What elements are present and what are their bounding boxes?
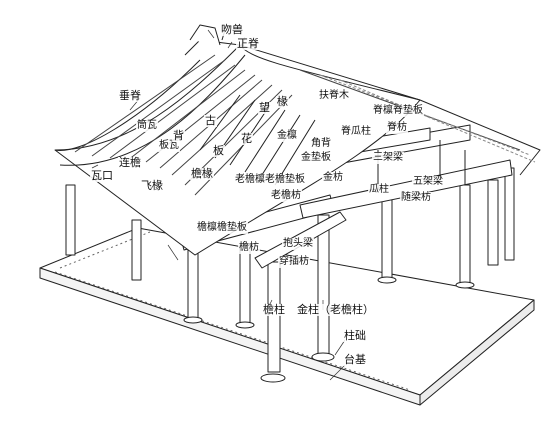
label-jindianban: 金垫板 [300, 152, 332, 164]
label-fujimu: 扶脊木 [318, 90, 350, 102]
columns [65, 167, 515, 383]
label-yanlin-dianban: 檐檩檐垫板 [196, 222, 248, 234]
label-ban: 板 [212, 144, 225, 157]
label-jinlin: 金檩 [276, 130, 298, 142]
label-banwa: 板瓦 [158, 140, 180, 152]
label-wenshou: 吻兽 [220, 23, 244, 36]
label-chuanchafang: 穿插枋 [278, 256, 310, 268]
label-wakou: 瓦口 [90, 169, 114, 182]
label-gu: 古 [204, 114, 217, 127]
label-jilin-dianban: 脊檩脊垫板 [372, 105, 424, 117]
label-wang: 望 [258, 101, 271, 114]
label-jiaobei: 角背 [310, 138, 332, 150]
label-jinfang: 金枋 [322, 172, 344, 184]
label-laoyan-lin: 老檐檩老檐垫板 [234, 174, 306, 186]
label-jinzhu: 金柱（老檐柱） [296, 303, 375, 316]
label-yanfang: 檐枋 [238, 242, 260, 254]
platform [39, 227, 535, 406]
label-hua: 花 [240, 132, 253, 145]
label-guazhu: 瓜柱 [368, 184, 390, 196]
label-baotouliang: 抱头梁 [282, 238, 314, 250]
label-bei: 背 [172, 129, 185, 142]
label-suiliangfang: 随梁枋 [400, 192, 432, 204]
label-chuan: 椽 [276, 95, 289, 108]
label-yanchuan: 檐椽 [190, 167, 214, 180]
label-jiguazhu: 脊瓜柱 [340, 126, 372, 138]
label-zhengji: 正脊 [236, 37, 260, 50]
label-laoyanfang: 老檐枋 [270, 190, 302, 202]
label-chuiji: 垂脊 [118, 89, 142, 102]
label-jifang: 脊枋 [386, 122, 408, 134]
label-taiji: 台基 [343, 353, 367, 366]
label-wujialiang: 五架梁 [412, 176, 444, 188]
label-zhuchu: 柱础 [343, 329, 367, 342]
label-tongwa: 筒瓦 [136, 120, 158, 132]
label-sanjialiang: 三架梁 [372, 152, 404, 164]
label-yanzhu: 檐柱 [262, 303, 286, 316]
label-feichuan: 飞椽 [140, 179, 164, 192]
label-lianyan: 连檐 [118, 156, 142, 169]
